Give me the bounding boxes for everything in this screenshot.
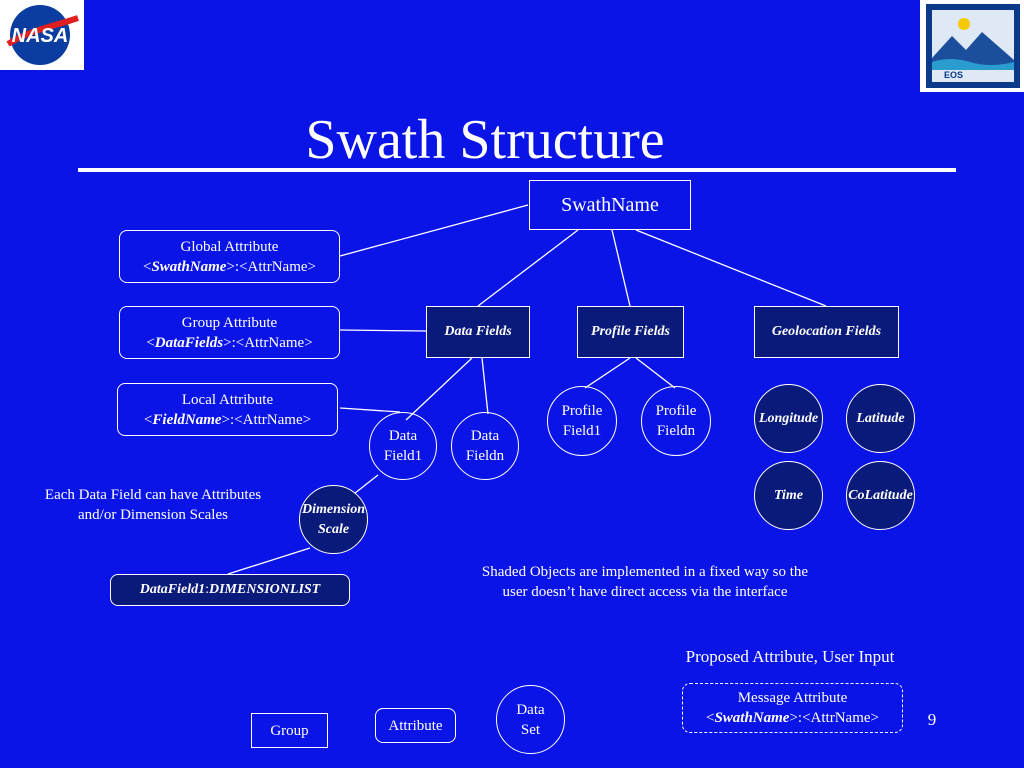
dimension-list-sep: :: [205, 582, 209, 597]
global-attribute-name: <SwathName>:<AttrName>: [142, 258, 316, 275]
geolocation-fields-label: Geolocation Fields: [771, 324, 882, 339]
colatitude-node: CoLatitude: [846, 461, 915, 530]
geolocation-fields-node: Geolocation Fields: [754, 306, 899, 358]
colatitude-label: CoLatitude: [848, 487, 913, 503]
profile-fieldn-node: Profile Fieldn: [641, 386, 711, 456]
local-attribute-node: Local Attribute <FieldName>:<AttrName>: [117, 383, 338, 436]
data-fields-label: Data Fields: [444, 324, 512, 339]
line-dimlist: [227, 547, 311, 575]
dimension-list-node: DataField1:DIMENSIONLIST: [110, 574, 350, 606]
data-fields-node: Data Fields: [426, 306, 530, 358]
line-geofields: [635, 229, 827, 307]
profile-fieldn-line1: Profile: [655, 403, 697, 419]
data-field1-node: Data Field1: [369, 412, 437, 480]
legend-group-label: Group: [270, 722, 309, 739]
line-profile1: [584, 357, 631, 389]
dimension-scale-node: Dimension Scale: [299, 485, 368, 554]
time-node: Time: [754, 461, 823, 530]
legend-attribute-label: Attribute: [388, 717, 443, 734]
eos-logo: EOS: [920, 0, 1024, 92]
legend-dataset-line1: Data: [516, 701, 545, 718]
line-fieldn: [481, 357, 489, 415]
profile-fieldn-line2: Fieldn: [656, 423, 696, 439]
page-number: 9: [920, 710, 944, 730]
time-label: Time: [773, 487, 804, 503]
profile-fields-node: Profile Fields: [577, 306, 684, 358]
title-divider: [78, 168, 956, 172]
attributes-note: Each Data Field can have Attributes and/…: [20, 485, 286, 525]
data-fieldn-line1: Data: [470, 428, 500, 444]
profile-field1-line1: Profile: [561, 403, 603, 419]
attributes-note-line1: Each Data Field can have Attributes: [44, 487, 262, 503]
profile-field1-node: Profile Field1: [547, 386, 617, 456]
data-field1-line1: Data: [388, 428, 418, 444]
shaded-note-line1: Shaded Objects are implemented in a fixe…: [481, 564, 809, 580]
swath-name-node: SwathName: [529, 180, 691, 230]
profile-fields-label: Profile Fields: [591, 324, 670, 339]
slide-title: Swath Structure: [305, 109, 665, 171]
dimension-list-value: DIMENSIONLIST: [208, 582, 321, 597]
data-fieldn-line2: Fieldn: [465, 448, 505, 464]
shaded-objects-note: Shaded Objects are implemented in a fixe…: [440, 562, 850, 602]
message-attribute-name: <SwathName>:<AttrName>: [705, 710, 879, 726]
line-datafields: [477, 229, 579, 307]
group-attribute-title: Group Attribute: [181, 314, 278, 331]
global-attribute-node: Global Attribute <SwathName>:<AttrName>: [119, 230, 340, 283]
dimension-scale-line2: Scale: [317, 521, 350, 537]
page-number-value: 9: [927, 710, 937, 729]
line-global-attr: [339, 204, 529, 257]
group-attribute-node: Group Attribute <DataFields>:<AttrName>: [119, 306, 340, 359]
legend-dataset-line2: Set: [520, 721, 541, 738]
legend-attribute: Attribute: [375, 708, 456, 743]
local-attribute-title: Local Attribute: [181, 391, 274, 408]
group-attribute-name: <DataFields>:<AttrName>: [146, 334, 313, 351]
svg-text:NASA: NASA: [12, 25, 69, 47]
longitude-label: Longitude: [758, 410, 819, 426]
legend-group: Group: [251, 713, 328, 748]
legend-message-attribute: Message Attribute <SwathName>:<AttrName>: [682, 683, 903, 733]
swath-name-label: SwathName: [561, 194, 659, 216]
proposed-label: Proposed Attribute, User Input: [685, 647, 895, 666]
line-field1: [405, 357, 473, 421]
line-profilen: [635, 357, 676, 389]
dimension-scale-line1: Dimension: [301, 501, 365, 517]
latitude-node: Latitude: [846, 384, 915, 453]
data-fieldn-node: Data Fieldn: [451, 412, 519, 480]
data-field1-line2: Field1: [383, 448, 423, 464]
profile-field1-line2: Field1: [562, 423, 602, 439]
line-local-attr: [339, 407, 401, 413]
line-profilefields: [611, 229, 631, 307]
legend-dataset: Data Set: [496, 685, 565, 754]
latitude-label: Latitude: [856, 410, 905, 426]
message-attribute-title: Message Attribute: [737, 690, 848, 706]
line-group-attr: [339, 329, 427, 332]
longitude-node: Longitude: [754, 384, 823, 453]
global-attribute-title: Global Attribute: [180, 238, 279, 255]
shaded-note-line2: user doesn’t have direct access via the …: [502, 584, 788, 600]
svg-text:EOS: EOS: [944, 70, 963, 80]
attributes-note-line2: and/or Dimension Scales: [78, 507, 228, 523]
nasa-logo: NASA: [0, 0, 84, 70]
local-attribute-name: <FieldName>:<AttrName>: [143, 411, 312, 428]
dimension-list-key: DataField1: [139, 582, 206, 597]
proposed-attribute-note: Proposed Attribute, User Input: [650, 647, 930, 667]
